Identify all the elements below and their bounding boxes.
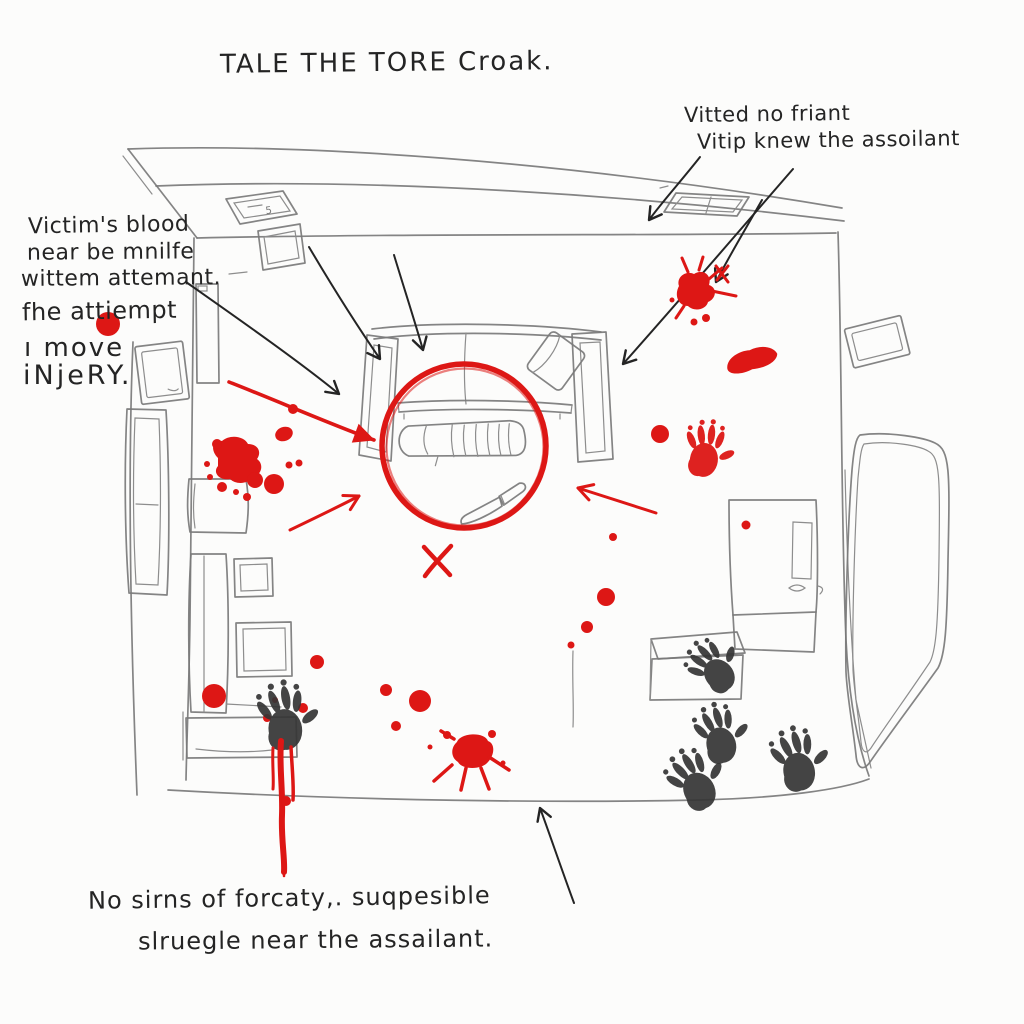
bookshelf-left-wall [195, 283, 220, 384]
arrow-from-bottom-note [536, 806, 575, 904]
blood-splatter-top-right [669, 255, 738, 326]
blood-smear-top-right [727, 346, 778, 374]
blood-dot-on-door [741, 520, 751, 530]
note-left-line6: iNjeRY. [23, 360, 133, 391]
note-left-line5: ı move [24, 333, 125, 363]
pencil-line-center [572, 650, 574, 728]
red-arrow-lower-left [288, 493, 361, 532]
note-left-line1: Victim's blood [27, 211, 190, 240]
box-bottom-right [649, 631, 746, 701]
blood-dot-left-note [96, 312, 120, 336]
coffee-table-edge [397, 399, 573, 420]
blood-dots-bottom-left [202, 655, 431, 731]
annotation-arrows-red [227, 380, 658, 532]
blood-splatter-left-cluster [204, 404, 303, 501]
arrow-long-from-right-note [621, 168, 794, 366]
red-arrow-left [227, 380, 376, 443]
arrow-to-sofa-left [308, 246, 382, 361]
panel-right-wall [844, 432, 950, 769]
window-left-upper [134, 340, 191, 406]
red-circle-marker [379, 361, 549, 531]
couch-left [182, 553, 298, 761]
blood-splat-sunburst [427, 729, 511, 792]
handprint-black-floor-3 [763, 718, 838, 797]
body-bundle [398, 419, 527, 467]
red-arrow-right [576, 483, 658, 515]
note-left-line4: fhe attiempt [21, 295, 178, 327]
handprint-black-couch [251, 674, 325, 754]
note-left-line2: near be mnilfe [26, 239, 195, 266]
blood-dot-trail-center [567, 533, 617, 649]
knife [460, 482, 527, 525]
vent-marking: 5 [265, 205, 273, 217]
note-left-line3: wittem attemant. [20, 265, 222, 292]
red-circle-marker-doubling [385, 367, 545, 527]
arrow-from-left-note [185, 281, 341, 396]
note-bottom-line2: slruegle near the assailant. [137, 924, 494, 956]
door-right [728, 499, 824, 653]
page-title: TALE THE TORE Croak. [219, 46, 554, 80]
handprint-red-wall [679, 415, 741, 482]
picture-frame-top-left [257, 223, 306, 271]
note-bottom-line1: No sirns of forcaty,. suqpesible [87, 881, 491, 915]
sofa [358, 323, 614, 463]
vent-top-right [663, 192, 750, 217]
blood-dot-right [651, 425, 669, 443]
frame-right-wall [843, 314, 911, 369]
note-top-right-line2: Vitip knew the assoilant [696, 126, 961, 154]
vent-top-left: 5 [225, 190, 298, 225]
blood-drip [271, 738, 295, 878]
cabinet-left [186, 478, 250, 534]
note-top-right-line1: Vitted no friant [683, 100, 851, 128]
arrow-to-sofa-center [393, 254, 428, 352]
window-left-lower [124, 408, 170, 596]
pillow [526, 331, 586, 391]
red-x-marker [421, 543, 454, 579]
arrow-to-top-wall [647, 156, 701, 222]
